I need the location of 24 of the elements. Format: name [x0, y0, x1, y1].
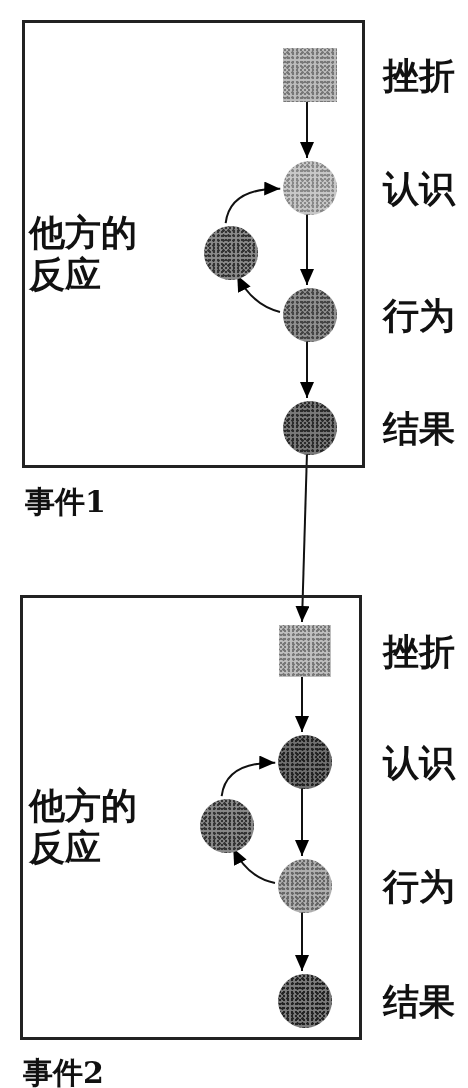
- event-label: 事件1: [25, 485, 106, 519]
- textured-circle: [283, 288, 337, 342]
- textured-square: [279, 625, 331, 677]
- step-label: 挫折: [383, 54, 455, 96]
- textured-circle: [200, 799, 254, 853]
- textured-circle: [204, 226, 258, 280]
- step-label: 他方的反应: [29, 784, 138, 868]
- step-label: 挫折: [383, 630, 455, 672]
- step-label: 认识: [383, 741, 455, 783]
- step-label: 认识: [383, 167, 455, 209]
- step-label: 行为: [383, 865, 455, 907]
- step-label: 行为: [383, 294, 455, 336]
- textured-circle: [278, 735, 332, 789]
- textured-square: [283, 48, 337, 102]
- textured-circle: [283, 161, 337, 215]
- textured-circle: [278, 974, 332, 1028]
- step-label: 他方的反应: [29, 211, 138, 295]
- event-label: 事件2: [23, 1056, 104, 1088]
- textured-circle: [283, 401, 337, 455]
- step-label: 结果: [383, 407, 455, 449]
- step-label: 结果: [383, 980, 455, 1022]
- arrow: [224, 182, 282, 225]
- textured-circle: [278, 859, 332, 913]
- arrow: [220, 756, 277, 798]
